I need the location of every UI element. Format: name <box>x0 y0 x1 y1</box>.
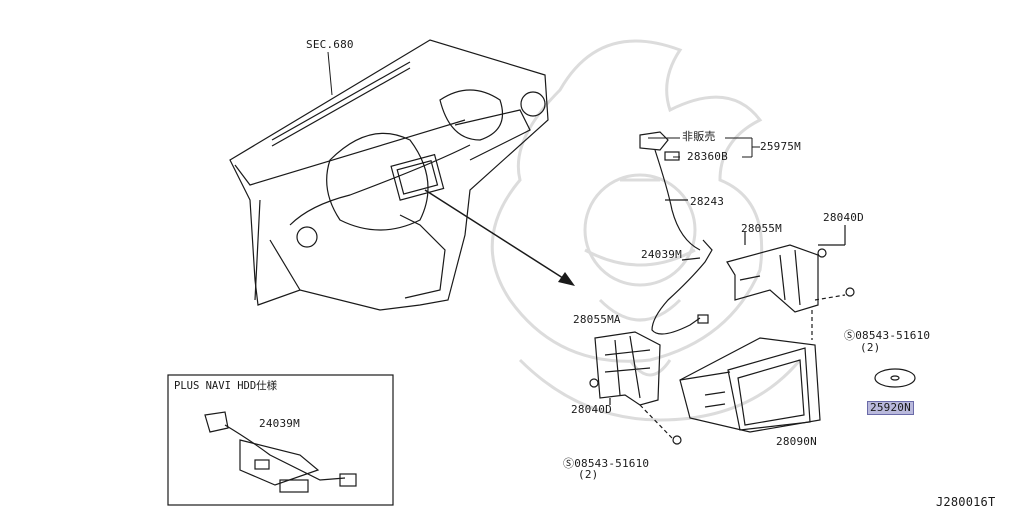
sheet-code: J280016T <box>936 495 996 509</box>
label-sec-ref: SEC.680 <box>306 38 354 51</box>
head-unit-28090N <box>679 337 821 433</box>
label-28090N: 28090N <box>776 435 817 448</box>
label-28055M: 28055M <box>741 222 782 235</box>
label-28243: 28243 <box>690 195 725 208</box>
harness-24039M <box>651 239 713 335</box>
antenna-cable <box>639 131 701 251</box>
bracket-28055M <box>726 225 855 340</box>
label-08543-bottom-qty: (2) <box>578 468 599 481</box>
label-24039M: 24039M <box>641 248 682 261</box>
label-not-for-sale: 非販売 <box>682 130 716 143</box>
inset-title: PLUS NAVI HDD仕様 <box>174 380 278 392</box>
label-25920N-highlighted[interactable]: 25920N <box>867 401 914 415</box>
bracket-28055MA <box>589 331 682 445</box>
sec-leader <box>327 51 333 96</box>
label-28055MA: 28055MA <box>573 313 621 326</box>
callout-arrow <box>424 189 575 286</box>
label-08543-top: Ⓢ08543-51610 <box>844 329 931 342</box>
disc-25920N <box>874 368 916 388</box>
label-24039M-inset: 24039M <box>259 417 300 430</box>
label-28040D-bottom: 28040D <box>571 403 612 416</box>
dashboard-assembly <box>229 39 549 311</box>
watermark-logo <box>490 39 802 422</box>
label-08543-bottom: Ⓢ08543-51610 <box>563 457 650 470</box>
inset-box <box>167 374 394 506</box>
label-08543-top-qty: (2) <box>860 341 881 354</box>
label-28040D-top: 28040D <box>823 211 864 224</box>
label-28360B: 28360B <box>687 150 728 163</box>
bracket-25975M <box>648 137 760 158</box>
label-25975M: 25975M <box>760 140 801 153</box>
